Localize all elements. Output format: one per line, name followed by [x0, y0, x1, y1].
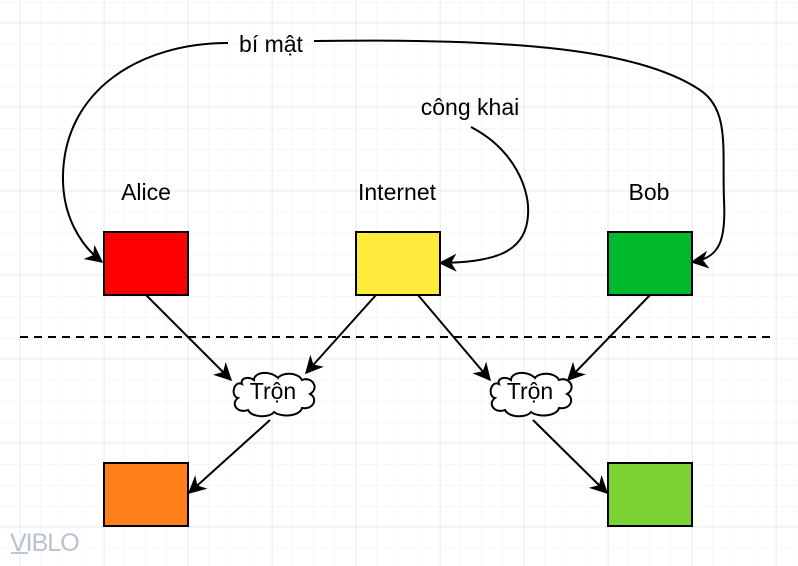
bob-box[interactable]	[607, 231, 693, 296]
mix-right-to-result-arrow	[532, 419, 609, 495]
result-left-box[interactable]	[103, 462, 189, 527]
secret-arrow-to-bob	[313, 39, 726, 269]
mix-right-cloud[interactable]	[489, 372, 573, 418]
public-arrow-to-internet	[438, 126, 530, 272]
secret-label: bí mật	[239, 31, 304, 57]
mix-left-to-result-arrow	[187, 419, 271, 495]
internet-label: Internet	[358, 179, 437, 205]
internet-box[interactable]	[355, 231, 441, 296]
bob-to-mix-right-arrow	[566, 294, 651, 382]
secret-arrow-to-alice	[61, 42, 229, 263]
alice-box[interactable]	[103, 231, 189, 296]
mix-right-label: Trộn	[507, 378, 553, 404]
bob-label: Bob	[629, 179, 670, 205]
mix-left-cloud[interactable]	[232, 372, 316, 418]
mix-left-label: Trộn	[250, 378, 296, 404]
result-right-box[interactable]	[607, 462, 693, 527]
public-label: công khai	[421, 94, 519, 120]
internet-to-mix-right-arrow	[417, 294, 491, 382]
alice-label: Alice	[121, 179, 171, 205]
alice-to-mix-left-arrow	[145, 294, 233, 382]
internet-to-mix-left-arrow	[304, 294, 377, 375]
